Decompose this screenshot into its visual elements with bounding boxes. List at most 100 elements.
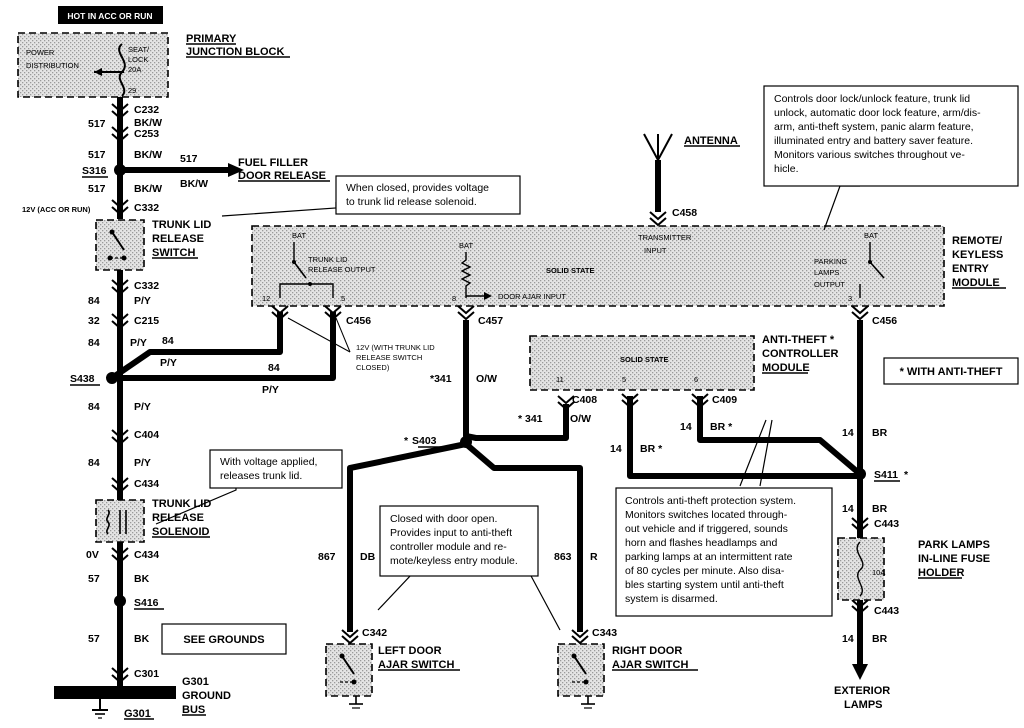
svg-text:G301: G301 (124, 708, 151, 720)
ground-bus: G301 GROUND BUS G301 (54, 676, 231, 720)
remote-keyless-entry-module: BAT TRUNK LID RELEASE OUTPUT 12 5 BAT 8 … (251, 225, 1006, 307)
svg-text:3: 3 (848, 294, 852, 303)
bk-b-label: BK (134, 633, 150, 645)
svg-text:out vehicle and if triggered,: out vehicle and if triggered, sounds (625, 523, 788, 535)
primary-junction-block: POWER DISTRIBUTION SEAT/ LOCK 20A 29 PRI… (17, 32, 290, 98)
c457-label: C457 (478, 315, 503, 327)
callout-trunk-switch: When closed, provides voltage to trunk l… (221, 175, 521, 217)
ow-a-label: O/W (476, 373, 497, 385)
svg-text:GROUND: GROUND (182, 690, 231, 702)
c332-bot-label: C332 (134, 280, 159, 292)
w84-a-label: 84 (88, 295, 100, 307)
br-a-label: BR * (640, 443, 663, 455)
svg-text:RELEASE: RELEASE (152, 233, 204, 245)
s438-label: S438 (70, 373, 95, 385)
svg-text:12V (WITH TRUNK LID: 12V (WITH TRUNK LID (356, 343, 435, 352)
w517-d-label: 517 (180, 153, 198, 165)
svg-text:PARKING: PARKING (814, 257, 847, 266)
c408-label: C408 (572, 394, 597, 406)
svg-text:C443: C443 (874, 605, 899, 617)
svg-text:controller module and re-: controller module and re- (390, 541, 507, 553)
svg-text:OUTPUT: OUTPUT (814, 280, 845, 289)
svg-text:5: 5 (622, 375, 626, 384)
svg-text:HOT IN ACC OR RUN: HOT IN ACC OR RUN (67, 11, 152, 21)
w517-b-label: 517 (88, 149, 106, 161)
w517-a-label: 517 (88, 118, 106, 130)
c409-label: C409 (712, 394, 737, 406)
svg-text:IN-LINE FUSE: IN-LINE FUSE (918, 553, 990, 565)
splice-s416 (114, 595, 126, 607)
w14-a-label: 14 (610, 443, 622, 455)
svg-text:EXTERIOR: EXTERIOR (834, 685, 890, 697)
svg-text:10A: 10A (872, 568, 885, 577)
w14-b-label: 14 (680, 421, 692, 433)
w57-a-label: 57 (88, 573, 100, 585)
callout-rke-module: Controls door lock/unlock feature, trunk… (763, 85, 1019, 231)
svg-text:ANTENNA: ANTENNA (684, 135, 738, 147)
park-lamps-fuse-holder: C443 10A C443 PARK LAMPS IN-LINE FUSE HO… (837, 517, 990, 617)
svg-text:Monitors various switches thro: Monitors various switches throughout ve- (774, 149, 965, 161)
w84-b-label: 84 (88, 337, 100, 349)
svg-text:When closed, provides voltage: When closed, provides voltage (346, 182, 489, 194)
w863-label: 863 (554, 551, 572, 563)
svg-text:KEYLESS: KEYLESS (952, 249, 1003, 261)
w84-d-label: 84 (88, 457, 100, 469)
svg-text:TRANSMITTER: TRANSMITTER (638, 233, 692, 242)
svg-text:20A: 20A (128, 65, 141, 74)
asterisk-s403: * (404, 435, 409, 447)
w84-f-label: 84 (268, 362, 280, 374)
bkw-a-label: BK/W (134, 117, 162, 129)
c434-bot-label: C434 (134, 549, 159, 561)
c232-label: C232 (134, 104, 159, 116)
svg-text:8: 8 (452, 294, 456, 303)
svg-text:5: 5 (341, 294, 345, 303)
trunk-lid-release-switch: TRUNK LID RELEASE SWITCH (95, 219, 211, 271)
c215-label: C215 (134, 315, 159, 327)
svg-text:Closed with door open.: Closed with door open. (390, 513, 497, 525)
svg-text:LEFT DOOR: LEFT DOOR (378, 645, 442, 657)
svg-text:Controls door lock/unlock feat: Controls door lock/unlock feature, trunk… (774, 93, 970, 105)
c434-top-label: C434 (134, 478, 159, 490)
w517-c-label: 517 (88, 183, 106, 195)
door-ajar-wires: *341 O/W * 341 O/W S403 867 DB 863 R (318, 320, 598, 632)
zero-v-label: 0V (86, 549, 99, 561)
c458-label: C458 (672, 207, 697, 219)
svg-text:C443: C443 (874, 518, 899, 530)
fuel-filler-title-2: DOOR RELEASE (238, 170, 326, 182)
svg-text:releases trunk lid.: releases trunk lid. (220, 470, 302, 482)
py-c-label: P/Y (134, 401, 151, 413)
closed-voltage-note: 12V (WITH TRUNK LID RELEASE SWITCH CLOSE… (287, 317, 435, 372)
c456-left-label: C456 (346, 315, 371, 327)
svg-text:BAT: BAT (459, 241, 473, 250)
svg-text:RELEASE OUTPUT: RELEASE OUTPUT (308, 265, 376, 274)
svg-text:HOLDER: HOLDER (918, 567, 965, 579)
svg-text:to trunk lid release solenoid.: to trunk lid release solenoid. (346, 196, 477, 208)
fuse-symbol (118, 43, 126, 97)
splice-s316 (114, 164, 126, 176)
svg-text:TRUNK LID: TRUNK LID (308, 255, 348, 264)
antenna-symbol: ANTENNA (643, 133, 740, 212)
svg-text:CLOSED): CLOSED) (356, 363, 390, 372)
svg-text:arm, anti-theft system, panic: arm, anti-theft system, panic alarm feat… (774, 121, 974, 133)
trunk-lid-release-solenoid: TRUNK LID RELEASE SOLENOID (95, 498, 211, 543)
py-e-label: P/Y (160, 357, 177, 369)
anti-theft-controller-module: SOLID STATE 11 5 6 ANTI-THEFT * CONTROLL… (529, 334, 838, 391)
s416-label: S416 (134, 597, 159, 609)
svg-text:SWITCH: SWITCH (152, 247, 195, 259)
svg-text:* WITH ANTI-THEFT: * WITH ANTI-THEFT (900, 366, 1003, 378)
right-door-ajar-switch: RIGHT DOOR AJAR SWITCH (557, 643, 698, 709)
w14-d-label: 14 (842, 503, 854, 515)
see-grounds-box[interactable]: SEE GROUNDS (161, 623, 287, 655)
svg-text:TRUNK LID: TRUNK LID (152, 219, 211, 231)
callout-door-ajar: Closed with door open. Provides input to… (377, 505, 561, 631)
br-e-label: BR (872, 633, 888, 645)
w341-b-label: * 341 (518, 413, 543, 425)
svg-text:illuminated entry and battery: illuminated entry and battery saver feat… (774, 135, 973, 147)
bkw-c-label: BK/W (134, 183, 162, 195)
s403-label: S403 (412, 435, 437, 447)
py-a-label: P/Y (134, 295, 151, 307)
py-f-label: P/Y (262, 384, 279, 396)
br-c-label: BR (872, 427, 888, 439)
s316-label: S316 (82, 165, 107, 177)
